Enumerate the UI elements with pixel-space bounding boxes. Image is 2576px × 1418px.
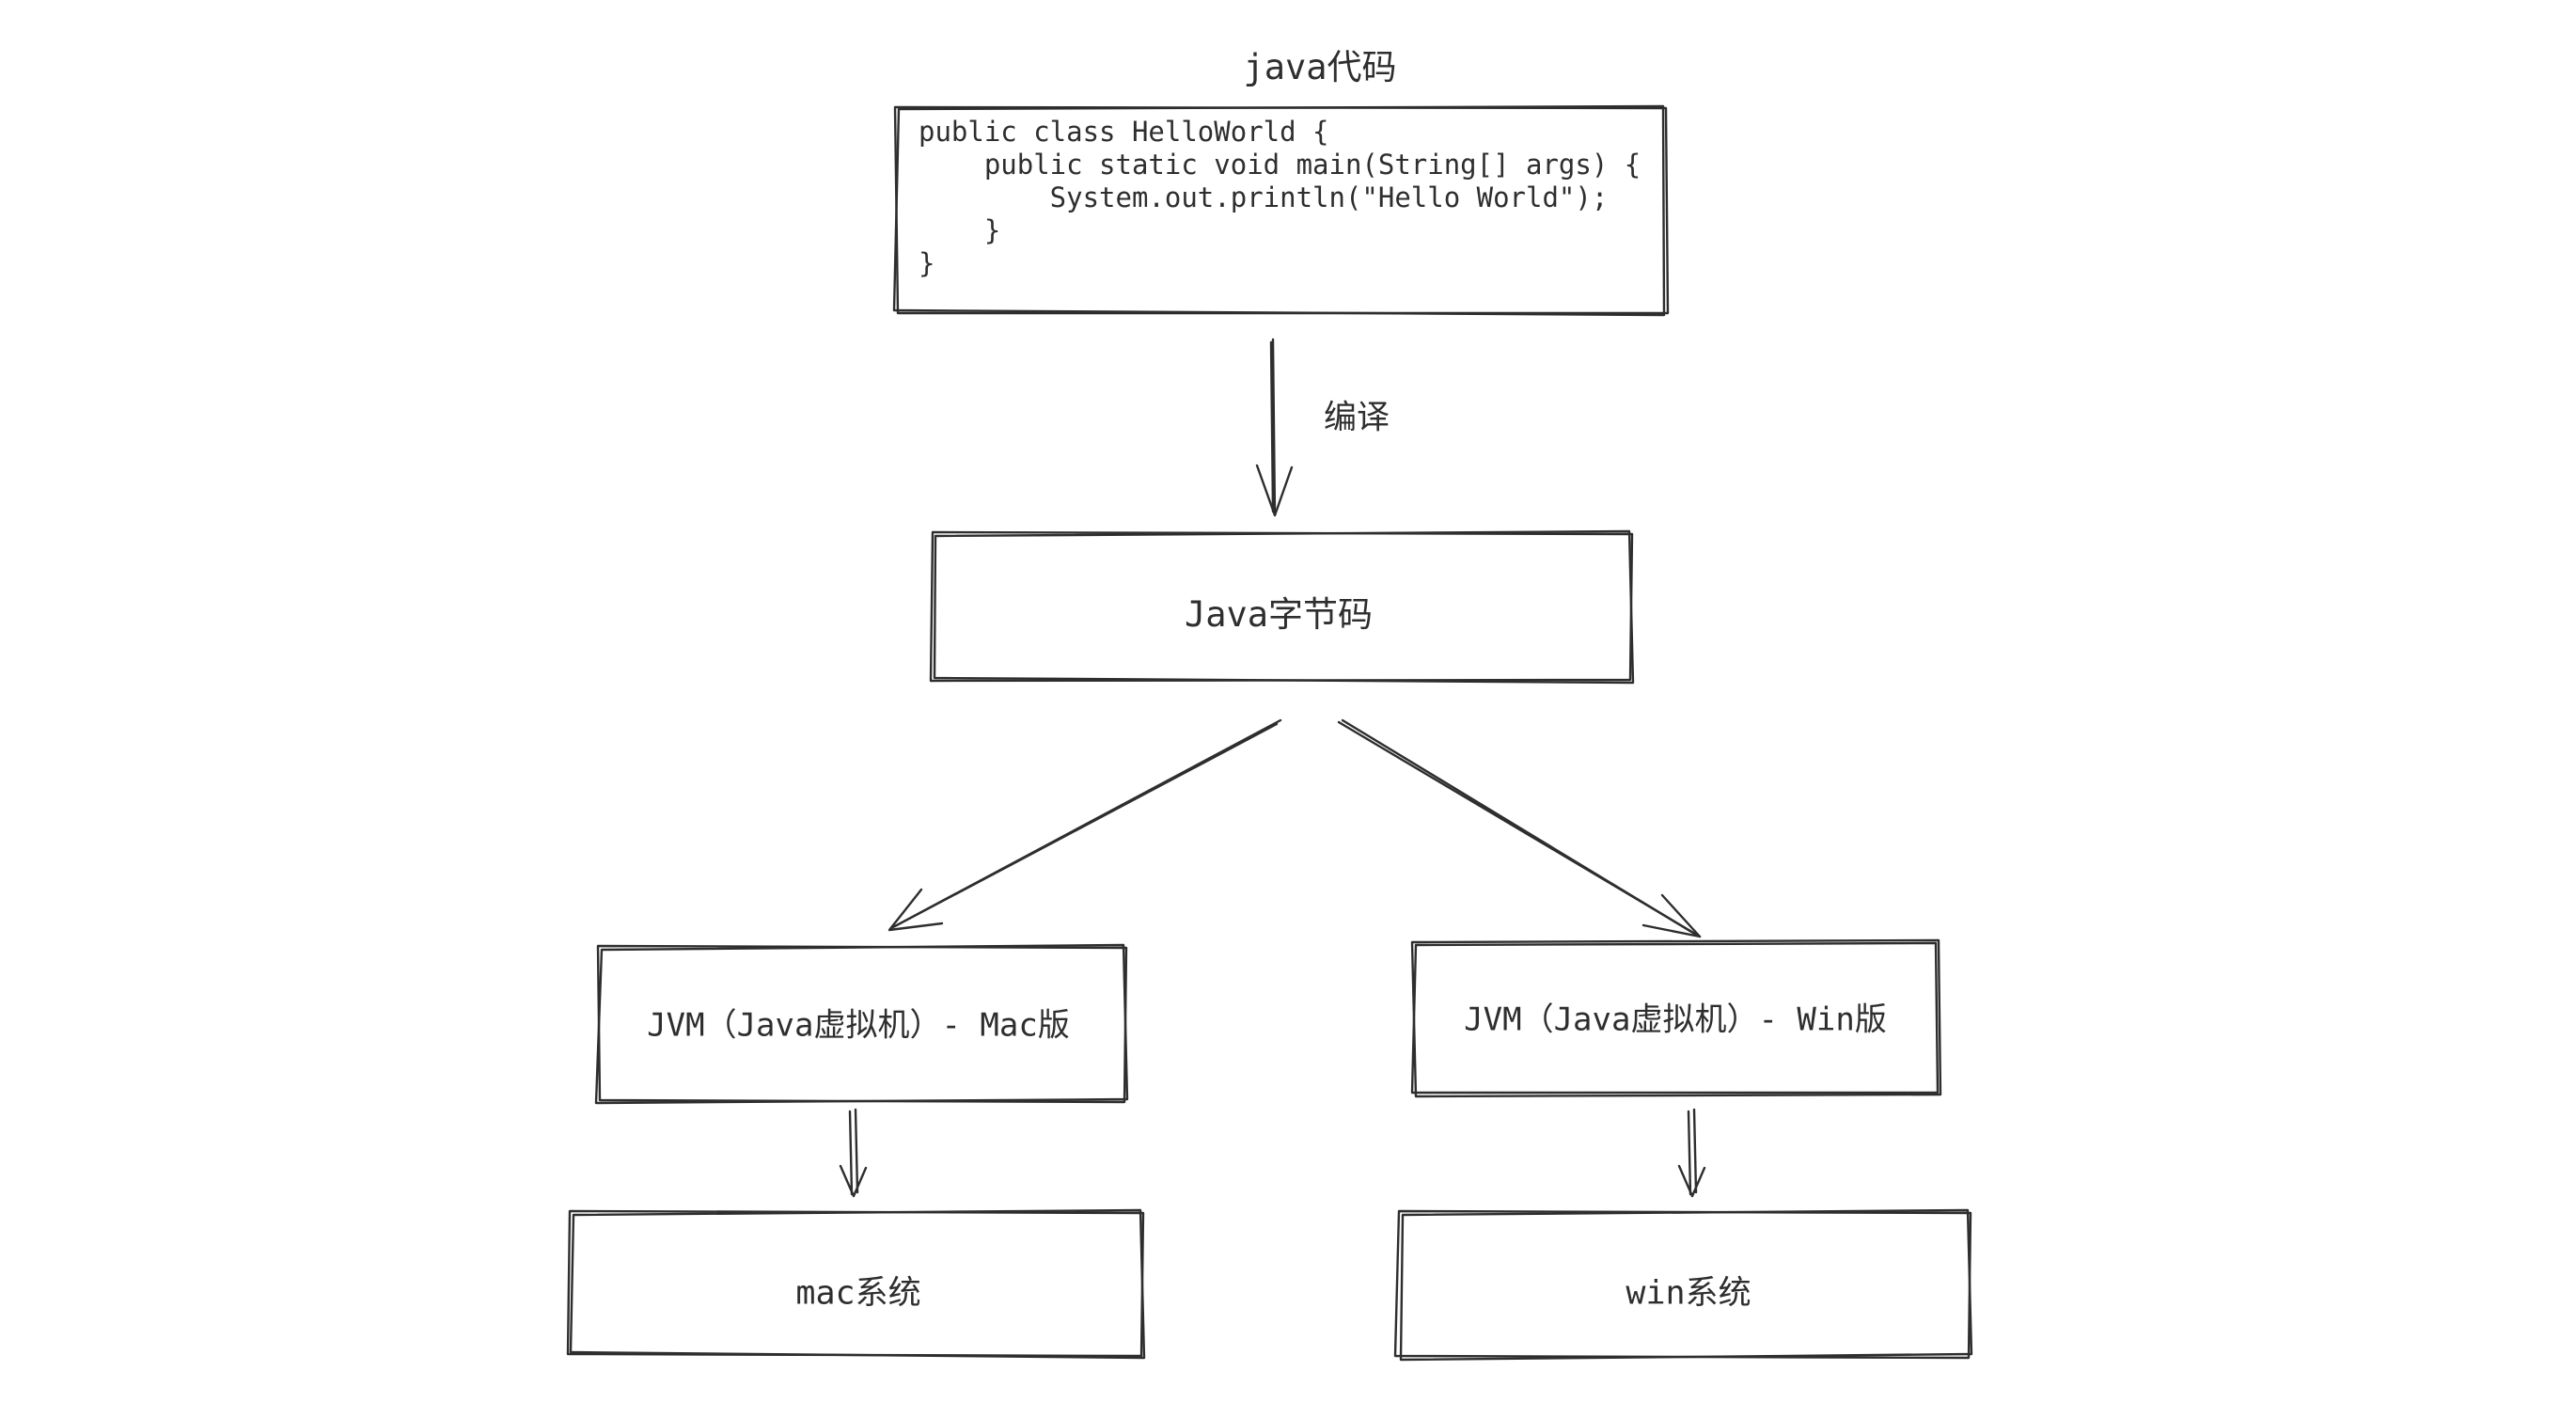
arrow-to-mac-system [839,1108,868,1198]
win-system-label: win系统 [1626,1274,1751,1313]
jvm-win-box [1410,938,1942,1098]
code-line: } [919,247,935,279]
compile-arrow [1255,338,1294,517]
mac-system-label: mac系统 [795,1274,921,1313]
bytecode-label: Java字节码 [1184,594,1374,635]
mac-system-box [566,1208,1146,1360]
bytecode-box [929,529,1635,685]
jvm-win-label: JVM（Java虚拟机）- Win版 [1464,1000,1887,1039]
diagram-title: java代码 [1243,47,1397,87]
jvm-mac-box [594,943,1129,1105]
code-line: public class HelloWorld { [919,116,1329,148]
code-block: public class HelloWorld { public static … [919,116,1641,280]
arrow-to-win-jvm [1337,718,1702,938]
jvm-mac-label: JVM（Java虚拟机）- Mac版 [647,1006,1070,1045]
compile-label: 编译 [1323,399,1390,437]
code-line: } [919,214,1001,246]
win-system-box [1393,1208,1973,1362]
arrow-to-mac-jvm [887,718,1282,932]
arrow-to-win-system [1677,1108,1706,1198]
code-line: System.out.println("Hello World"); [919,181,1609,213]
code-line: public static void main(String[] args) { [919,149,1641,181]
code-box [892,104,1670,317]
